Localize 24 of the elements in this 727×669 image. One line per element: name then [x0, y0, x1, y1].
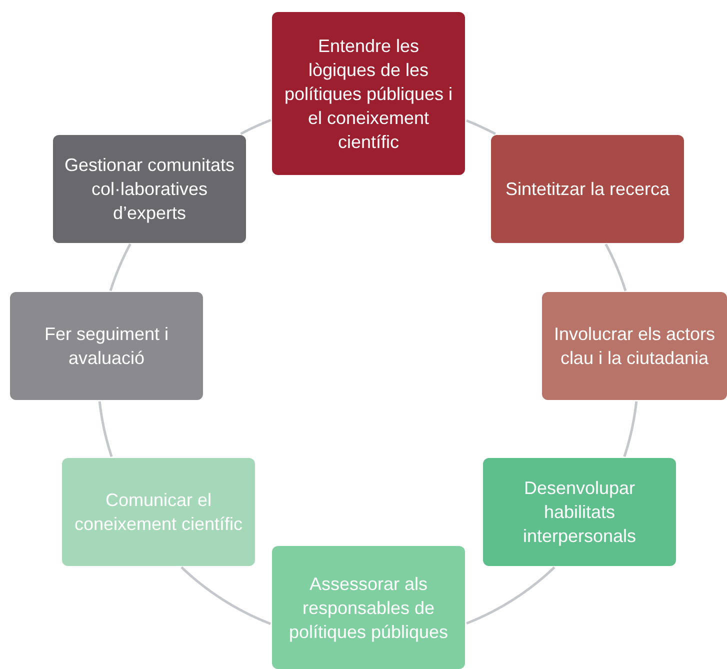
connector-arc — [623, 400, 638, 458]
step-text: Assessorar als responsables de polítiques públiques — [288, 572, 450, 644]
connector-arc — [466, 566, 556, 625]
connector-arc — [180, 566, 272, 625]
step-box — [491, 135, 684, 243]
step-box — [62, 458, 255, 566]
step-text: Comunicar el coneixement científic — [73, 489, 244, 536]
step-text: Fer seguiment i avaluació — [43, 323, 170, 370]
step-text: Involucrar els actors clau i la ciutadania — [552, 323, 716, 370]
step-box — [483, 458, 676, 566]
connector-arc — [98, 400, 113, 458]
step-text: Entendre les lògiques de les polítiques públiques i el coneixement científic — [283, 34, 454, 154]
connector-arc — [466, 119, 496, 136]
step-text: Desenvolupar habilitats interpersonals — [522, 477, 638, 548]
connector-arc — [604, 243, 627, 292]
connector-arc — [109, 243, 132, 292]
step-box — [272, 546, 465, 669]
connector-arc — [240, 118, 272, 135]
step-text: Sintetitzar la recerca — [505, 178, 670, 201]
step-box — [272, 12, 465, 175]
step-box — [10, 292, 203, 400]
step-box — [53, 135, 246, 243]
step-text: Gestionar comunitats col·laboratives d’experts — [63, 154, 236, 225]
step-box — [542, 292, 727, 400]
